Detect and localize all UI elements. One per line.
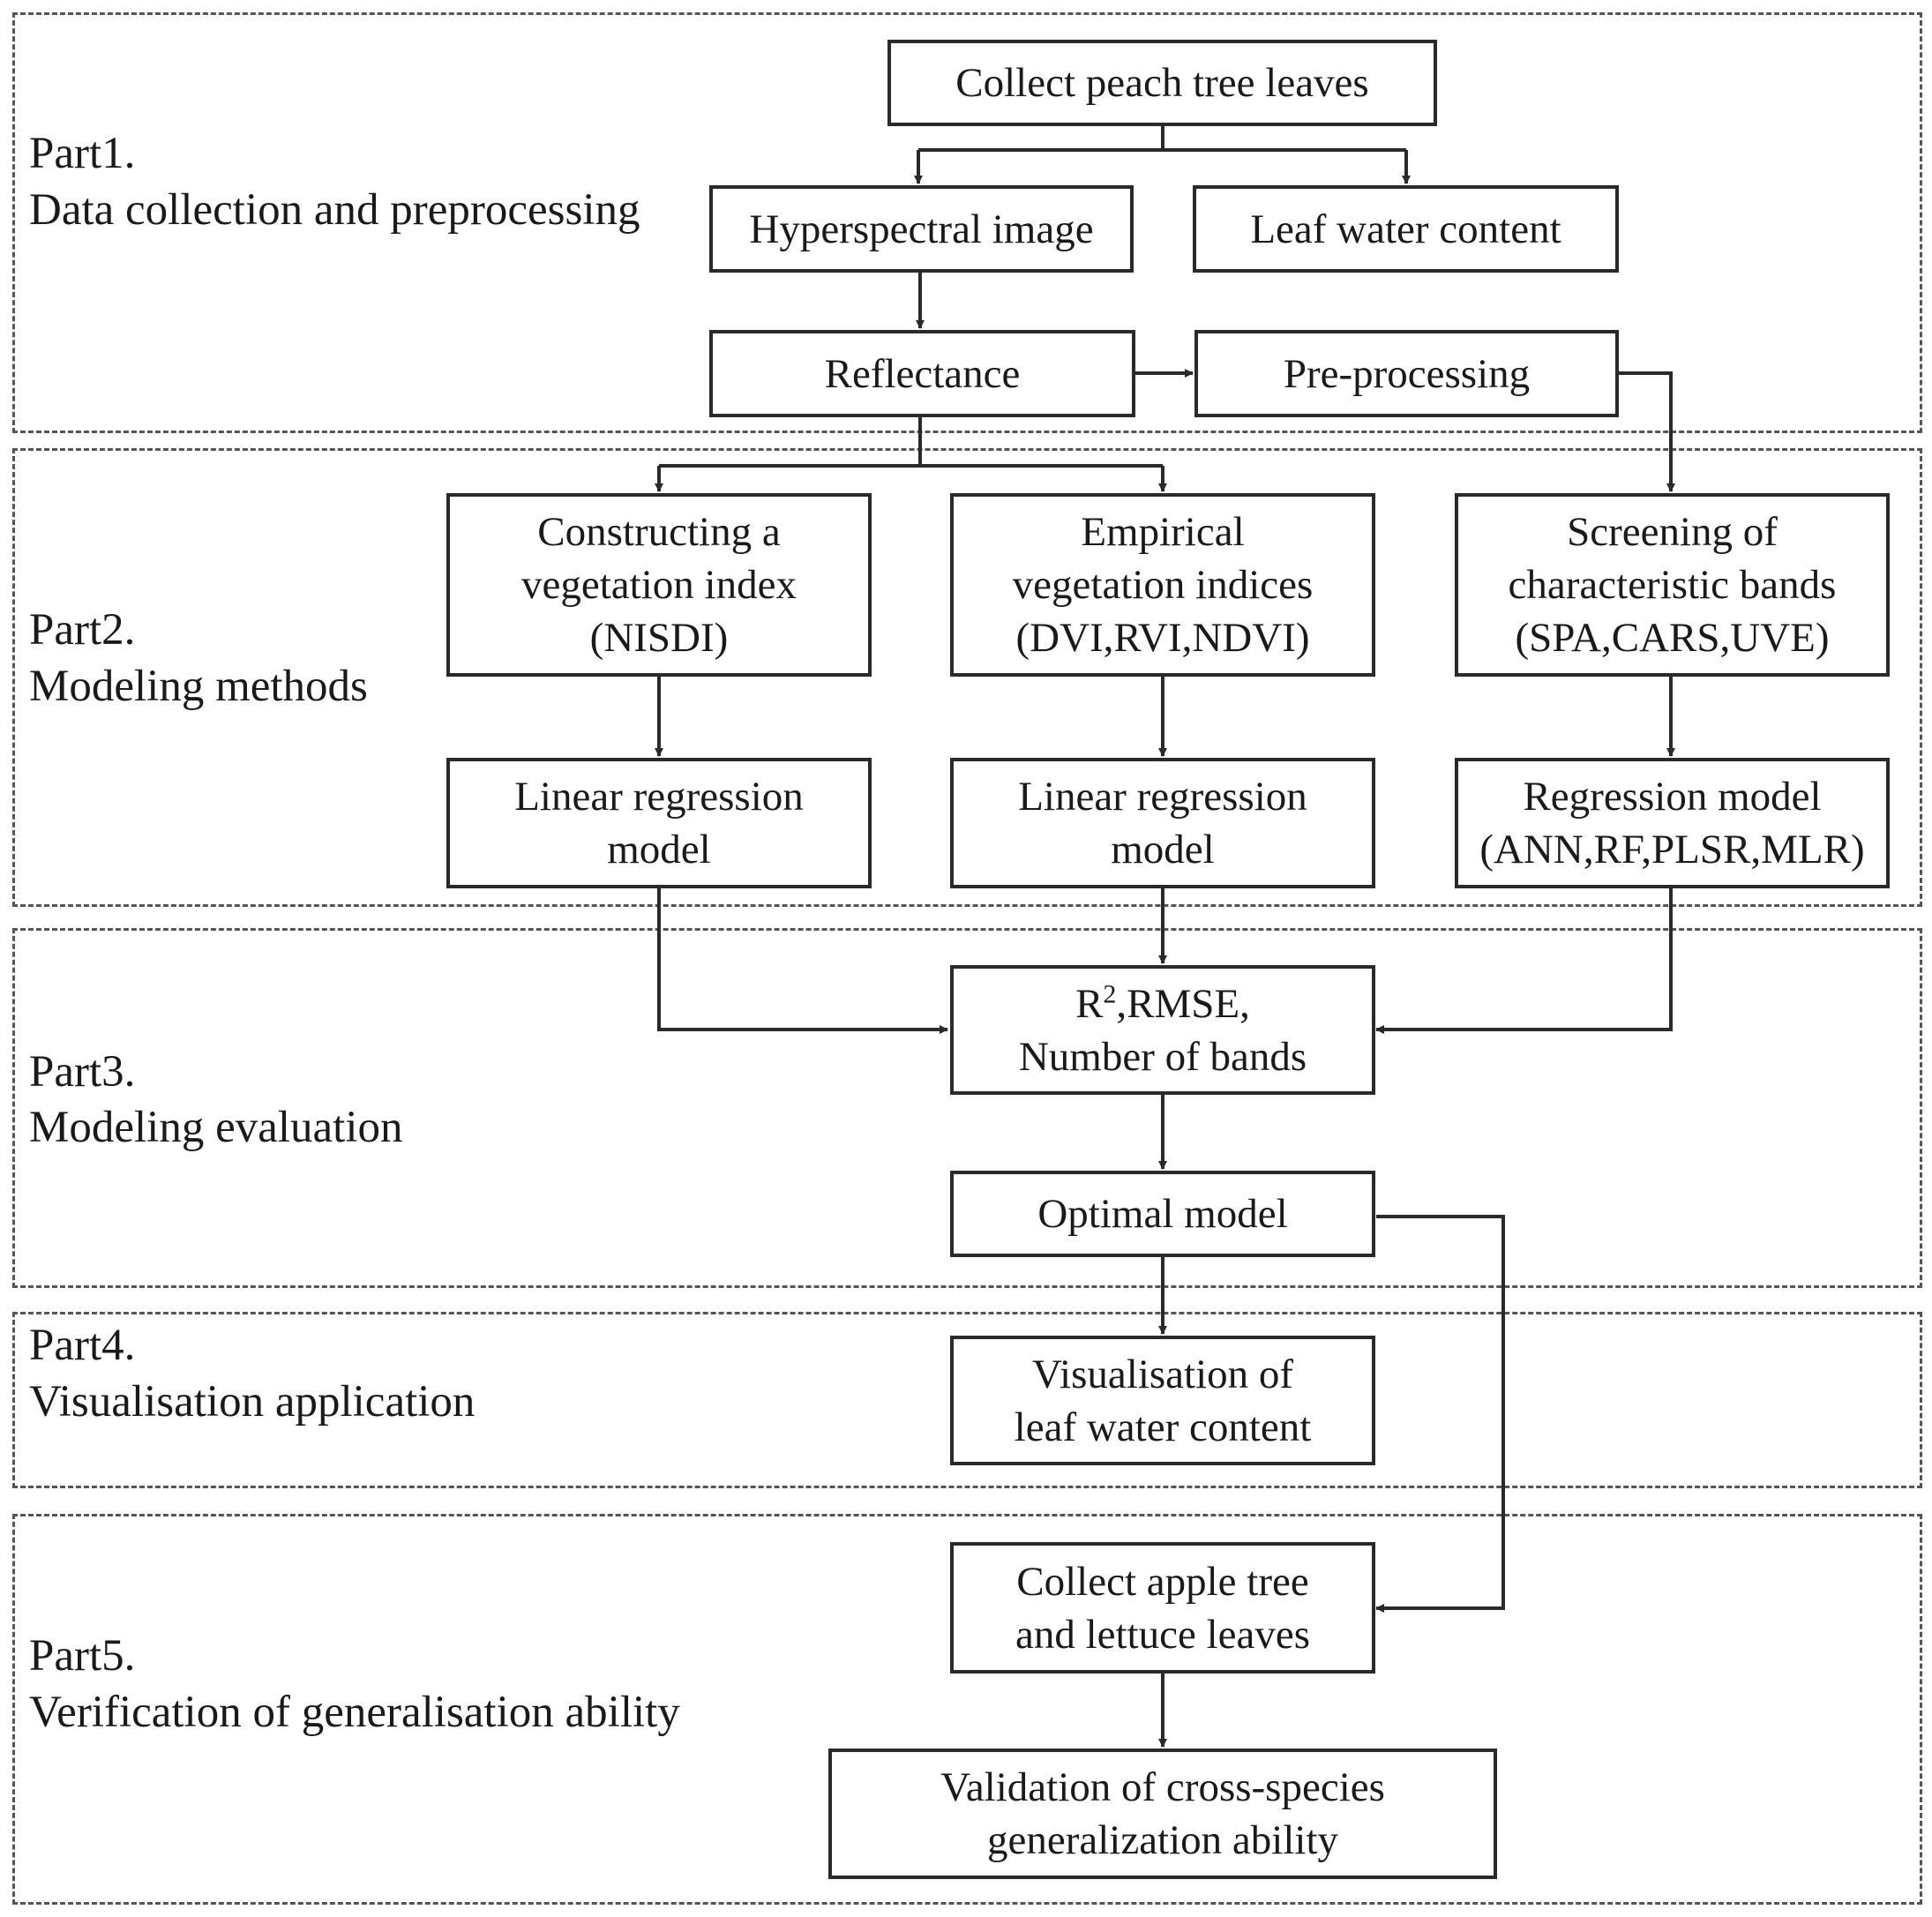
node-leaf-water-content: Leaf water content [1193,185,1619,273]
node-constructing-vegetation-index: Constructing a vegetation index (NISDI) [446,493,872,677]
part4-subtitle: Visualisation application [29,1377,476,1427]
section-part4 [12,1312,1922,1488]
node-empirical-line-3: (DVI,RVI,NDVI) [1015,615,1310,661]
node-linear1-line-2: model [607,827,711,872]
node-validation-line-1: Validation of cross-species [940,1764,1385,1810]
node-evaluation-metrics: R2,RMSE, Number of bands [950,965,1375,1095]
node-collect-apple-line-1: Collect apple tree [1016,1558,1309,1605]
node-optimal-model: Optimal model [950,1171,1375,1257]
node-linear1-line-1: Linear regression [514,774,804,820]
node-constructing-line-3: (NISDI) [589,615,729,661]
part5-title: Part5. [29,1631,136,1681]
node-linear-regression-1: Linear regression model [446,758,872,888]
node-pre-processing: Pre-processing [1194,330,1619,417]
node-empirical-line-1: Empirical [1081,509,1245,555]
node-empirical-vegetation-indices: Empirical vegetation indices (DVI,RVI,ND… [950,493,1375,677]
node-leaf-water-line: Leaf water content [1250,206,1561,252]
part2-title: Part2. [29,605,136,655]
node-collect-apple-lettuce: Collect apple tree and lettuce leaves [950,1542,1375,1674]
part1-title: Part1. [29,129,136,178]
part4-title: Part4. [29,1321,136,1370]
node-empirical-line-2: vegetation indices [1012,562,1314,608]
node-screening-line-3: (SPA,CARS,UVE) [1515,615,1830,661]
node-hyperspectral-image: Hyperspectral image [709,185,1134,273]
section-part5 [12,1514,1922,1905]
node-reflectance: Reflectance [709,330,1135,417]
node-validation-line-2: generalization ability [986,1817,1339,1863]
node-screening-line-2: characteristic bands [1508,562,1837,608]
part2-subtitle: Modeling methods [29,662,368,711]
node-collect-peach: Collect peach tree leaves [887,40,1437,126]
node-screening-characteristic-bands: Screening of characteristic bands (SPA,C… [1455,493,1890,677]
node-collect-peach-line: Collect peach tree leaves [955,60,1369,106]
node-visualisation-line-2: leaf water content [1014,1404,1312,1450]
node-reflectance-line: Reflectance [824,350,1021,397]
part5-subtitle: Verification of generalisation ability [29,1688,680,1737]
node-constructing-line-2: vegetation index [521,562,797,608]
node-metrics-line-2: Number of bands [1018,1033,1307,1080]
node-constructing-line-1: Constructing a [537,509,781,555]
node-preprocessing-line: Pre-processing [1283,350,1531,397]
part3-subtitle: Modeling evaluation [29,1103,403,1152]
node-metrics-line-1: R2,RMSE, [1075,977,1250,1030]
node-collect-apple-line-2: and lettuce leaves [1015,1611,1311,1658]
node-hyperspectral-line: Hyperspectral image [749,206,1094,252]
node-linear-regression-2: Linear regression model [950,758,1375,888]
section-part3 [12,928,1922,1288]
node-linear2-line-1: Linear regression [1018,774,1307,820]
metric-rmse: ,RMSE, [1116,980,1250,1027]
node-screening-line-1: Screening of [1567,509,1778,555]
part1-subtitle: Data collection and preprocessing [29,185,640,235]
metric-r-superscript: 2 [1103,978,1117,1008]
node-visualisation: Visualisation of leaf water content [950,1336,1375,1465]
node-regression-line-1: Regression model [1523,774,1822,820]
node-visualisation-line-1: Visualisation of [1031,1351,1294,1397]
part3-title: Part3. [29,1047,136,1097]
node-regression-line-2: (ANN,RF,PLSR,MLR) [1479,827,1865,872]
node-linear2-line-2: model [1111,827,1215,872]
node-validation: Validation of cross-species generalizati… [828,1749,1497,1879]
node-optimal-line: Optimal model [1037,1191,1288,1237]
node-regression-model: Regression model (ANN,RF,PLSR,MLR) [1455,758,1890,888]
metric-r: R [1075,980,1104,1027]
